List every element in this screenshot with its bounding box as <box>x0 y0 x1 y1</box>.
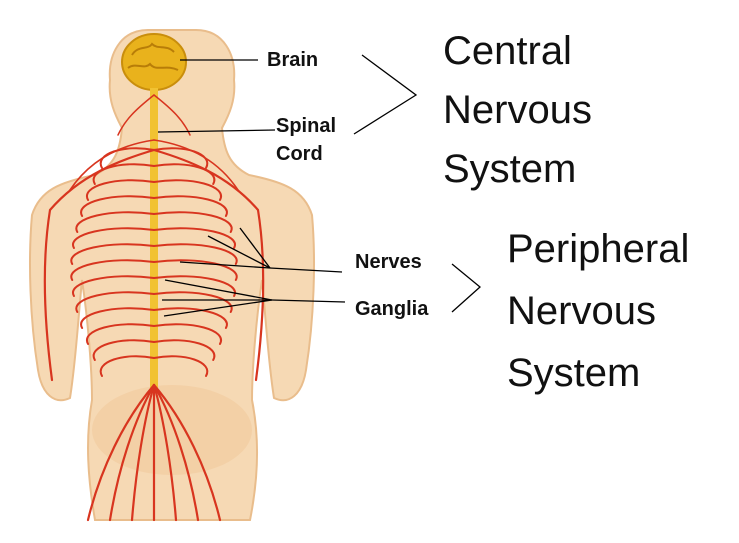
spinal-cord-leader-line <box>157 129 276 133</box>
nerve-right <box>153 275 236 297</box>
nerve-right <box>153 211 233 233</box>
spinal-cord-label-line1: Spinal <box>276 115 337 137</box>
nerve-right <box>153 339 216 361</box>
body-silhouette <box>29 29 315 521</box>
arm-nerve-right <box>152 148 265 382</box>
brain-label: Brain <box>267 49 319 71</box>
cns-line2: Nervous <box>443 88 592 132</box>
nerve-left <box>72 275 155 297</box>
nerve-right <box>153 323 223 345</box>
leg-nerve <box>152 383 178 522</box>
shoulder-nerve-left <box>69 139 155 191</box>
spinal-cord-label: Spinal Cord <box>276 112 336 168</box>
nerve-left <box>85 323 155 345</box>
nerve-right <box>153 227 236 249</box>
cns-line3: System <box>443 147 577 191</box>
pns-line3: System <box>507 351 641 395</box>
nerve-right <box>153 291 233 313</box>
leg-nerve <box>152 383 200 522</box>
ganglia-leader-line-3 <box>163 299 273 317</box>
nerve-left <box>92 339 155 361</box>
nerves-leader-line-4 <box>269 267 343 273</box>
nerve-left <box>80 195 155 217</box>
brain-shape <box>121 33 187 91</box>
cns-heading: Central Nervous System <box>443 22 592 199</box>
nerves-leader-line-3 <box>179 261 271 269</box>
leader-lines <box>157 54 481 317</box>
nerve-right <box>153 179 223 201</box>
pns-heading: Peripheral Nervous System <box>507 218 689 404</box>
nerve-network <box>43 94 265 522</box>
nerve-left <box>70 259 155 281</box>
pns-line2: Nervous <box>507 289 656 333</box>
leg-nerve <box>130 383 156 522</box>
spinal-cord-label-line2: Cord <box>276 143 323 165</box>
pns-bracket <box>451 263 481 313</box>
nerve-right <box>153 243 238 265</box>
nerve-left <box>85 179 155 201</box>
ganglia-label: Ganglia <box>355 298 429 320</box>
cns-bracket <box>353 54 418 135</box>
leg-nerve <box>108 383 156 522</box>
nerves-leader-line-2 <box>239 227 271 269</box>
leg-nerve <box>86 383 156 522</box>
cns-line1: Central <box>443 29 572 73</box>
nerve-left <box>99 355 155 377</box>
nerve-right <box>153 195 228 217</box>
nerves-leader-line-1 <box>207 235 271 269</box>
nerve-right <box>153 259 238 281</box>
arm-nerve-left <box>43 148 156 382</box>
nerve-left <box>75 211 155 233</box>
nerve-left <box>80 307 155 329</box>
nerve-right <box>153 307 228 329</box>
nerve-right <box>153 355 209 377</box>
ganglia-leader-line-1 <box>164 279 273 301</box>
pns-line1: Peripheral <box>507 227 690 271</box>
ganglia-leader-line-4 <box>271 299 346 303</box>
body-outline <box>29 29 315 521</box>
shoulder-nerve-right <box>153 139 239 191</box>
nerves-label: Nerves <box>355 251 422 273</box>
neck-nerve-left <box>117 94 155 136</box>
pelvis-shape <box>92 385 252 475</box>
leg-nerve <box>152 383 222 522</box>
nerve-left <box>75 291 155 313</box>
spinal-cord-shape <box>150 88 158 388</box>
nerve-left <box>70 243 155 265</box>
nerve-left <box>72 227 155 249</box>
